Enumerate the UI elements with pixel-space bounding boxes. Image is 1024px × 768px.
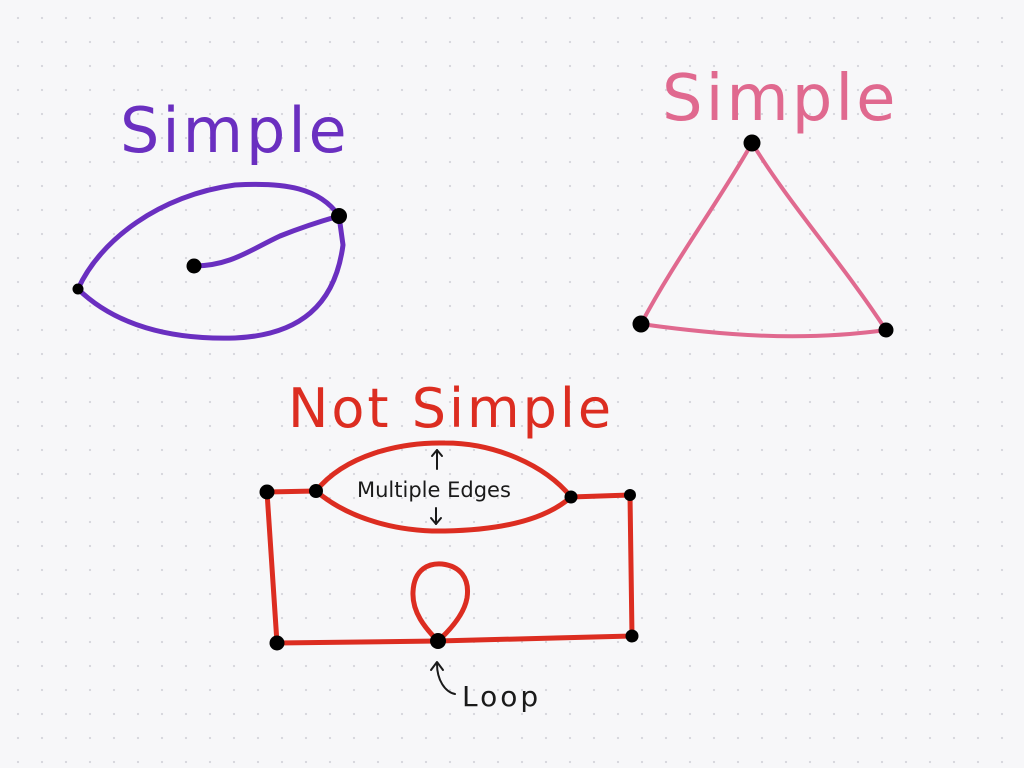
multiple-edges-label: Multiple Edges — [357, 478, 511, 502]
red-edge-bottom-right — [435, 633, 635, 644]
down-arrow-icon — [430, 507, 442, 525]
red-edge-bottom-left — [274, 638, 441, 646]
simple-graph-pink: Simple — [632, 62, 899, 339]
pink-vertex-top — [743, 134, 761, 152]
pink-vertex-left — [632, 315, 650, 333]
simple-graph-purple-title: Simple — [120, 94, 350, 167]
red-vertex-loop — [430, 633, 446, 649]
purple-edge-lower-arc — [75, 213, 346, 341]
red-vertex-multi-left — [309, 484, 323, 498]
red-edge-right-top — [568, 492, 633, 500]
purple-vertex-center — [186, 258, 202, 274]
pink-edge-bottom — [639, 322, 888, 339]
red-vertex-bottom-left — [269, 635, 285, 651]
purple-edge-upper-arc — [75, 181, 342, 292]
red-multi-edge-lower — [313, 488, 574, 534]
simple-graph-pink-title: Simple — [662, 62, 899, 136]
simple-graph-purple: Simple — [72, 94, 350, 341]
pink-vertex-right — [878, 322, 894, 338]
pink-edge-left — [639, 141, 754, 326]
up-arrow-icon — [431, 449, 443, 470]
not-simple-graph-title: Not Simple — [288, 377, 614, 440]
red-loop-edge — [410, 561, 471, 644]
red-vertex-bottom-right — [625, 629, 639, 643]
red-edge-left-side — [264, 489, 280, 646]
purple-edge-inner — [191, 213, 342, 269]
red-edge-left-top — [264, 488, 319, 495]
pink-edge-right — [750, 141, 888, 332]
red-vertex-multi-right — [564, 490, 578, 504]
red-vertex-top-right — [624, 489, 636, 501]
red-multi-edge-upper — [313, 440, 574, 500]
purple-vertex-left — [72, 283, 84, 295]
loop-label: Loop — [462, 680, 541, 713]
curved-arrow-icon — [430, 661, 456, 695]
purple-vertex-right — [331, 208, 347, 224]
red-edge-right-side — [627, 492, 635, 639]
red-vertex-top-left — [259, 484, 275, 500]
not-simple-graph-red: Not Simple Multiple Edges — [259, 377, 639, 713]
